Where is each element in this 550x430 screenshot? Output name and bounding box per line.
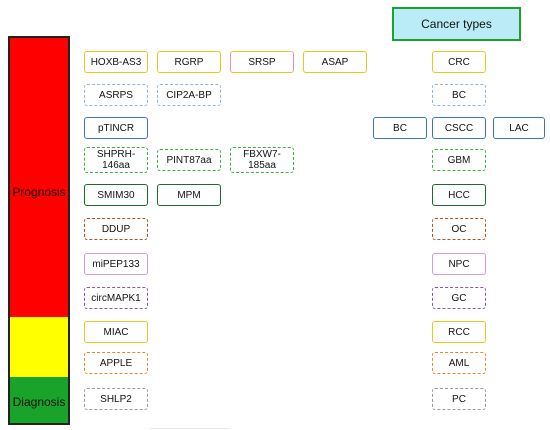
faint-line [150,428,230,429]
cancer-aml: AML [432,352,486,374]
cancer-gc: GC [432,287,486,309]
peptide-ptincr: pTINCR [84,117,148,139]
cancer-npc: NPC [432,253,486,275]
peptide-ddup: DDUP [84,218,148,240]
prognosis-diagnosis-bar [8,317,70,377]
peptide-circmapk1: circMAPK1 [84,287,148,309]
cancer-types-header: Cancer types [392,7,521,41]
peptide-asap: ASAP [303,51,367,73]
peptide-mpm: MPM [157,184,221,206]
cancer-lac: LAC [493,117,545,139]
prognosis-label: Prognosis [12,185,66,199]
peptide-srsp: SRSP [230,51,294,73]
cancer-oc: OC [432,218,486,240]
cancer-gbm: GBM [432,149,486,171]
diagnosis-label: Diagnosis [12,395,66,409]
peptide-shprh-146aa: SHPRH-146aa [84,147,148,173]
cancer-cscc: CSCC [432,117,486,139]
diagnosis-bar [8,377,70,425]
peptide-fbxw7-185aa: FBXW7-185aa [230,147,294,173]
peptide-asrps: ASRPS [84,84,148,106]
peptide-smim30: SMIM30 [84,184,148,206]
peptide-mipep133: miPEP133 [84,253,148,275]
cancer-bc-extra: BC [373,117,427,139]
peptide-rgrp: RGRP [157,51,221,73]
cancer-hcc: HCC [432,184,486,206]
cancer-rcc: RCC [432,321,486,343]
cancer-crc: CRC [432,51,486,73]
peptide-cip2a-bp: CIP2A-BP [157,84,221,106]
peptide-shlp2: SHLP2 [84,388,148,410]
peptide-apple: APPLE [84,352,148,374]
peptide-miac: MIAC [84,321,148,343]
cancer-bc: BC [432,84,486,106]
peptide-pint87aa: PINT87aa [157,149,221,171]
peptide-hoxb-as3: HOXB-AS3 [84,51,148,73]
cancer-pc: PC [432,388,486,410]
prognosis-bar [8,36,70,317]
